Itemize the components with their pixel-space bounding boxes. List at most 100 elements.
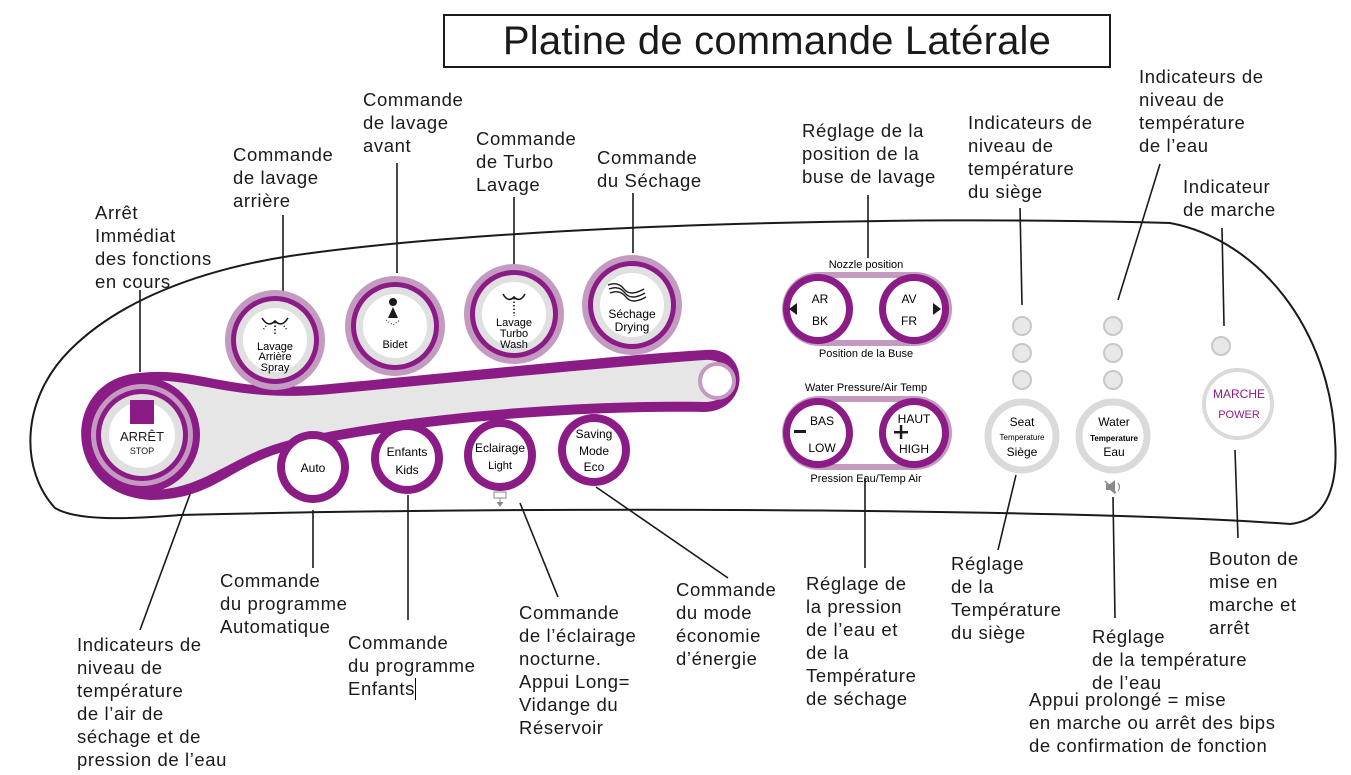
annotation-water-temp: Réglage de la température de l’eau bbox=[1092, 626, 1248, 693]
water-temp-button[interactable]: Water Temperature Eau bbox=[1075, 398, 1151, 494]
minus-icon bbox=[794, 430, 806, 433]
seat-level-led-3 bbox=[1012, 370, 1032, 390]
kids-label-1: Enfants bbox=[387, 445, 428, 459]
power-label-2: POWER bbox=[1218, 409, 1260, 421]
rear-wash-label-2: Arrière bbox=[258, 351, 291, 363]
power-label-1: MARCHE bbox=[1213, 387, 1265, 401]
air-flow-icon bbox=[607, 282, 647, 302]
kids-label-2: Kids bbox=[395, 463, 418, 477]
drying-label-1: Séchage bbox=[608, 307, 656, 321]
eco-label-1: Saving bbox=[576, 427, 613, 441]
pressure-low-label-1: BAS bbox=[810, 414, 834, 428]
speaker-mute-icon bbox=[1104, 480, 1121, 494]
seat-temp-label-3: Siège bbox=[1007, 445, 1038, 459]
seat-level-led-2 bbox=[1012, 343, 1032, 363]
annotation-power-indicator: Indicateur de marche bbox=[1183, 176, 1276, 220]
annotation-water-indicators: Indicateurs de niveau de température de … bbox=[1139, 66, 1264, 156]
annotation-rear-wash: Commande de lavage arrière bbox=[233, 144, 334, 211]
water-level-led-1 bbox=[1103, 316, 1123, 336]
annotation-front-wash: Commande de lavage avant bbox=[363, 89, 464, 156]
turbo-wash-button[interactable]: Lavage Turbo Wash bbox=[464, 264, 564, 364]
seat-temp-label-1: Seat bbox=[1010, 415, 1035, 429]
eco-label-2: Mode bbox=[579, 444, 609, 458]
nozzle-front-label-2: FR bbox=[901, 314, 917, 328]
annotation-seat-indicators: Indicateurs de niveau de température du … bbox=[968, 112, 1093, 202]
annotation-power-button: Bouton de mise en marche et arrêt bbox=[1209, 548, 1299, 638]
light-button[interactable]: Eclairage Light bbox=[464, 419, 536, 507]
pressure-low-button[interactable]: BAS LOW bbox=[783, 398, 853, 468]
turbo-label-2: Turbo bbox=[500, 328, 528, 340]
stop-label-fr: ARRÊT bbox=[120, 429, 164, 444]
rear-wash-label-1: Lavage bbox=[257, 341, 293, 353]
annotation-seat-temp: Réglage de la Température du siège bbox=[951, 553, 1062, 643]
pressure-low-label-2: LOW bbox=[808, 441, 836, 455]
bidet-button[interactable]: Bidet bbox=[345, 276, 445, 376]
nozzle-bottom-label: Position de la Buse bbox=[819, 348, 913, 360]
annotation-kids-text: Commande du programme Enfants bbox=[348, 632, 476, 699]
bidet-person-icon bbox=[385, 298, 401, 326]
auto-button[interactable]: Auto bbox=[277, 431, 349, 503]
annotation-kids: Commande du programme Enfants bbox=[348, 631, 476, 700]
seat-temp-indicators bbox=[1012, 316, 1032, 390]
pressure-high-label-1: HAUT bbox=[898, 412, 931, 426]
water-level-led-3 bbox=[1103, 370, 1123, 390]
turbo-label-1: Lavage bbox=[496, 317, 532, 329]
light-label-1: Eclairage bbox=[475, 441, 525, 455]
plus-icon bbox=[894, 425, 908, 439]
diagram-title: Platine de commande Latérale bbox=[443, 14, 1111, 68]
annotation-stop: Arrêt Immédiat des fonctions en cours bbox=[95, 202, 212, 292]
annotation-drying: Commande du Séchage bbox=[597, 147, 702, 191]
annotation-pressure: Réglage de la pression de l’eau et de la… bbox=[806, 573, 917, 709]
stop-square-icon bbox=[130, 400, 154, 424]
seat-temp-button[interactable]: Seat Temperature Siège bbox=[984, 398, 1060, 474]
slider-end-knob[interactable] bbox=[698, 362, 736, 400]
panel-outline bbox=[29, 219, 1337, 526]
kids-button[interactable]: Enfants Kids bbox=[371, 422, 443, 494]
nozzle-front-button[interactable]: AV FR bbox=[879, 274, 949, 344]
seat-level-led-1 bbox=[1012, 316, 1032, 336]
light-label-2: Light bbox=[488, 460, 512, 472]
annotation-auto: Commande du programme Automatique bbox=[220, 570, 348, 637]
arrow-left-icon bbox=[789, 303, 797, 315]
annotation-turbo: Commande de Turbo Lavage bbox=[476, 128, 577, 195]
rear-wash-label-3: Spray bbox=[261, 362, 290, 374]
water-temp-indicators bbox=[1103, 316, 1123, 390]
nozzle-back-label-1: AR bbox=[812, 292, 829, 306]
nozzle-top-label: Nozzle position bbox=[829, 259, 904, 271]
annotation-light: Commande de l’éclairage nocturne. Appui … bbox=[519, 602, 637, 738]
water-temp-label-1: Water bbox=[1098, 415, 1130, 429]
arrow-right-icon bbox=[933, 303, 941, 315]
turbo-label-3: Wash bbox=[500, 339, 528, 351]
drying-label-2: Drying bbox=[615, 320, 650, 334]
bidet-label: Bidet bbox=[382, 339, 407, 351]
annotation-air-indicators: Indicateurs de niveau de température de … bbox=[77, 634, 228, 770]
drying-button[interactable]: Séchage Drying bbox=[582, 255, 682, 355]
stop-button[interactable]: ARRÊT STOP bbox=[84, 377, 200, 493]
annotation-beep: Appui prolongé = mise en marche ou arrêt… bbox=[1029, 689, 1276, 756]
annotation-eco: Commande du mode économie d’énergie bbox=[676, 579, 777, 669]
rear-wash-button[interactable]: Lavage Arrière Spray bbox=[225, 290, 325, 390]
annotation-nozzle: Réglage de la position de la buse de lav… bbox=[802, 120, 936, 187]
nozzle-front-label-1: AV bbox=[901, 292, 916, 306]
power-indicator-led bbox=[1211, 336, 1231, 356]
leader-lines bbox=[139, 163, 1239, 631]
rear-wash-spray-icon bbox=[261, 317, 289, 334]
pressure-high-button[interactable]: HAUT HIGH bbox=[879, 398, 949, 468]
auto-label: Auto bbox=[301, 461, 326, 475]
power-button[interactable]: MARCHE POWER bbox=[1202, 368, 1274, 440]
water-temp-label-2: Temperature bbox=[1090, 434, 1138, 443]
text-cursor bbox=[414, 678, 416, 700]
pressure-top-label: Water Pressure/Air Temp bbox=[805, 382, 927, 394]
pressure-high-label-2: HIGH bbox=[899, 442, 929, 456]
seat-temp-label-2: Temperature bbox=[1000, 433, 1045, 442]
water-temp-label-3: Eau bbox=[1103, 445, 1124, 459]
nozzle-back-button[interactable]: AR BK bbox=[783, 274, 853, 344]
pressure-bottom-label: Pression Eau/Temp Air bbox=[810, 473, 922, 485]
turbo-wash-icon bbox=[502, 293, 526, 316]
eco-button[interactable]: Saving Mode Eco bbox=[558, 414, 630, 486]
water-level-led-2 bbox=[1103, 343, 1123, 363]
stop-label-en: STOP bbox=[130, 446, 154, 456]
drain-tank-icon bbox=[493, 491, 507, 507]
